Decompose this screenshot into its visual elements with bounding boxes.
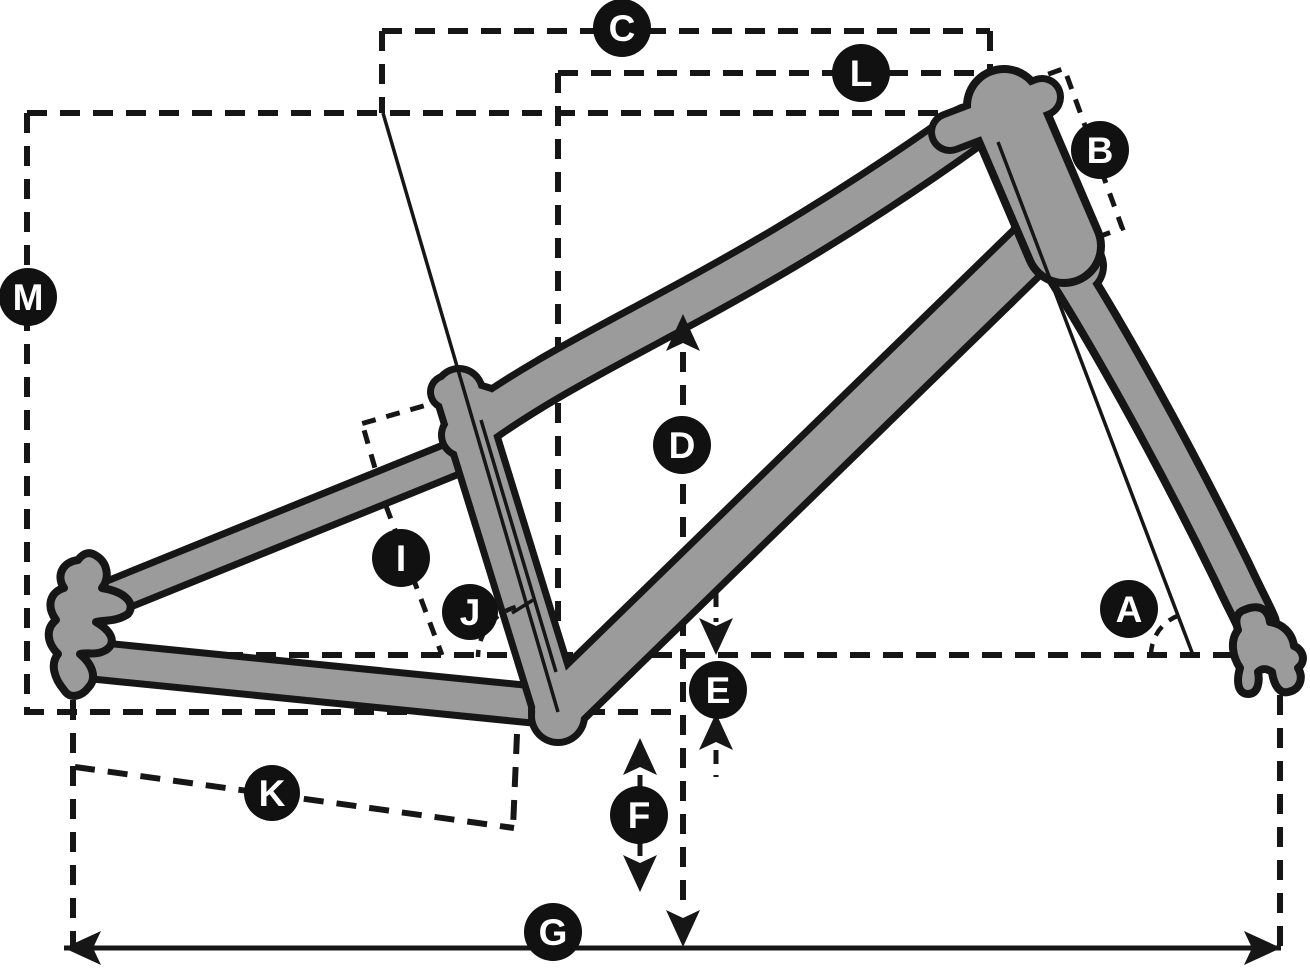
fork-leg (1037, 233, 1272, 639)
front-dropout (1229, 603, 1307, 698)
label-i: I (372, 529, 430, 587)
label-f-letter: F (628, 795, 651, 836)
head-angle-arc (1148, 613, 1180, 656)
label-c-badge (593, 0, 651, 57)
label-i-letter: I (396, 538, 406, 579)
label-a-badge (1100, 580, 1158, 638)
down-tube (535, 212, 1068, 732)
seat-post-inner-line (479, 419, 558, 673)
label-l-letter: L (850, 53, 873, 94)
seat-tube-axis-line (381, 112, 560, 713)
bike-frame (44, 65, 1307, 746)
label-k-letter: K (259, 773, 286, 814)
label-m-badge (0, 268, 57, 326)
label-g-badge (524, 903, 582, 961)
rear-dropout (44, 549, 135, 700)
wheelbase-left-arrowhead (64, 931, 101, 965)
seat-angle-arc (475, 604, 517, 658)
label-k-badge (244, 765, 300, 821)
label-a-letter: A (1116, 589, 1143, 630)
bbheight-up-arrowhead (623, 738, 657, 775)
seat-angle-tick (511, 598, 534, 615)
axis-lines (381, 112, 1195, 713)
label-d-letter: D (669, 425, 696, 466)
label-b-badge (1071, 121, 1129, 179)
label-d-badge (653, 416, 711, 474)
label-j-badge (442, 584, 498, 640)
chain-stay (73, 645, 563, 721)
label-c-letter: C (609, 8, 636, 49)
label-i-badge (372, 529, 430, 587)
bbdrop-down-arrowhead (699, 618, 733, 655)
standover-top-arrowhead (666, 314, 700, 351)
bbdrop-up-arrowhead (699, 713, 733, 750)
bottom-bracket (535, 693, 581, 739)
label-j: J (442, 584, 498, 640)
standover-bottom-arrowhead (666, 910, 700, 947)
measure-k-right-vertical (510, 733, 520, 829)
label-l-badge (832, 44, 890, 102)
label-k: K (244, 765, 300, 821)
bbheight-down-arrowhead (623, 855, 657, 892)
top-tube (445, 110, 986, 453)
label-d: D (653, 416, 711, 474)
label-b-letter: B (1087, 130, 1114, 171)
angle-arcs (475, 598, 1180, 658)
label-e-letter: E (706, 670, 731, 711)
arrows (64, 314, 1281, 965)
steering-axis-line (996, 141, 1195, 656)
measure-k-line (74, 764, 515, 831)
label-m-letter: M (13, 277, 44, 318)
labels: C L B M D I A J (0, 0, 1158, 961)
measure-i-line (374, 481, 445, 656)
label-l: L (832, 44, 890, 102)
label-f: F (610, 786, 668, 844)
label-g: G (524, 903, 582, 961)
head-tube-cap (935, 82, 1057, 147)
label-c: C (593, 0, 651, 57)
seat-stay (91, 434, 495, 613)
label-m: M (0, 268, 57, 326)
label-j-letter: J (460, 592, 481, 633)
label-f-badge (610, 786, 668, 844)
label-a: A (1100, 580, 1158, 638)
label-g-letter: G (539, 912, 568, 953)
wheelbase-right-arrowhead (1244, 931, 1281, 965)
label-e-badge (689, 661, 747, 719)
label-e: E (689, 661, 747, 719)
label-b: B (1071, 121, 1129, 179)
head-tube (971, 73, 1097, 279)
